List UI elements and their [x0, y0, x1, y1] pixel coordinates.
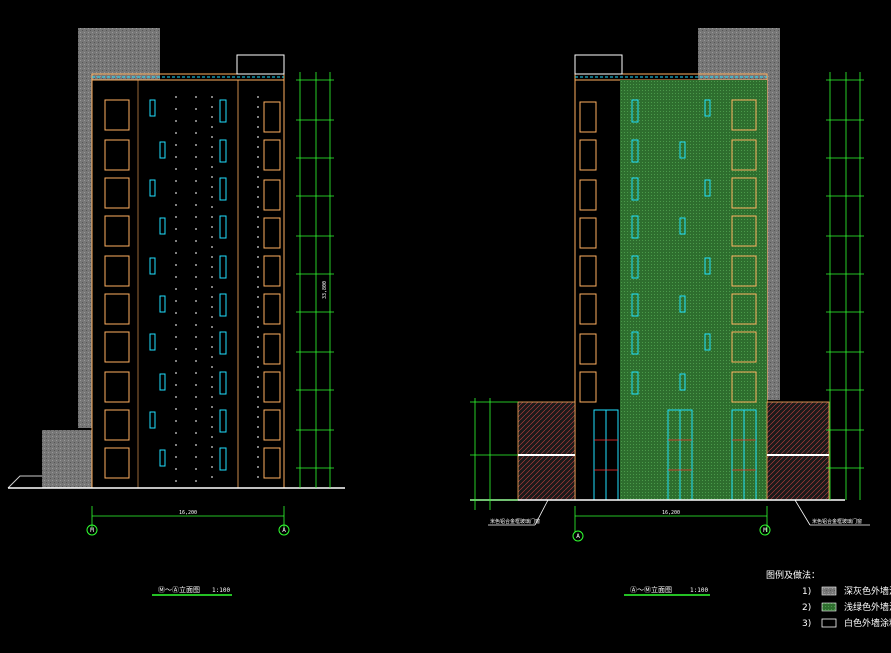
right-axis-a-label: A [576, 533, 580, 540]
left-axis-bubble-a [278, 524, 290, 536]
left-axis-m-label: M [90, 527, 94, 534]
left-window-column-a [104, 99, 130, 479]
left-entrance-steps [7, 475, 42, 489]
right-elevation: 16,200 A M 米色铝合金框玻璃门窗 米色铝合金框玻璃门窗 Ⓐ～Ⓜ立面图 … [470, 28, 870, 596]
right-dimension-strings [826, 72, 864, 500]
right-axis-m-label: M [763, 527, 767, 534]
left-right-windows [263, 101, 281, 479]
right-roof-machine-room [574, 54, 623, 75]
right-total-width-label: 16,200 [662, 510, 680, 516]
right-view-scale: 1:100 [690, 587, 708, 594]
right-cyan-windows [631, 99, 711, 395]
legend-swatch-green [821, 602, 837, 612]
legend-item-3-label: 白色外墙涂料 [844, 617, 891, 629]
left-cyan-windows [149, 99, 227, 471]
right-shopfront-mullions [594, 439, 756, 471]
left-total-height-label: 33,800 [322, 281, 328, 299]
left-view-scale: 1:100 [212, 587, 230, 594]
right-view-title: Ⓐ～Ⓜ立面图 [630, 585, 672, 594]
right-left-windows [579, 101, 597, 403]
left-elevation: 33,800 16,200 M A Ⓜ～Ⓐ立面图 1:100 [7, 28, 345, 596]
legend-item-1-label: 深灰色外墙涂料 [844, 585, 891, 597]
right-note-left: 米色铝合金框玻璃门窗 [490, 518, 540, 525]
left-view-title: Ⓜ～Ⓐ立面图 [158, 585, 200, 594]
legend-item-3-num: 3) [802, 619, 811, 629]
legend-title: 图例及做法： [766, 569, 820, 581]
legend-item-2-label: 浅绿色外墙涂料 [844, 601, 891, 613]
right-note-right: 米色铝合金框玻璃门窗 [812, 518, 862, 525]
right-podium-right [766, 401, 830, 501]
left-axis-bubble-m [86, 524, 98, 536]
legend-swatch-white [821, 618, 837, 628]
right-podium-dimensions [470, 398, 518, 510]
left-roof-machine-room [236, 54, 285, 75]
right-axis-bubble-m [759, 524, 771, 536]
left-main-facade [91, 79, 285, 489]
right-podium-left [517, 401, 576, 501]
legend: 图例及做法： 1) 深灰色外墙涂料 2) 浅绿色外墙涂料 3) 白色外墙涂料 [766, 569, 891, 629]
left-inner-ticks [175, 96, 259, 484]
right-green-facade [620, 80, 767, 500]
right-right-windows [731, 99, 757, 403]
legend-swatch-grey [821, 586, 837, 596]
right-axis-bubble-a [572, 530, 584, 542]
legend-item-1-num: 1) [802, 587, 811, 597]
legend-item-2-num: 2) [802, 603, 811, 613]
left-axis-a-label: A [282, 527, 286, 534]
left-grey-base [42, 430, 92, 488]
left-dimension-strings [296, 72, 334, 488]
left-total-width-label: 16,200 [179, 510, 197, 516]
